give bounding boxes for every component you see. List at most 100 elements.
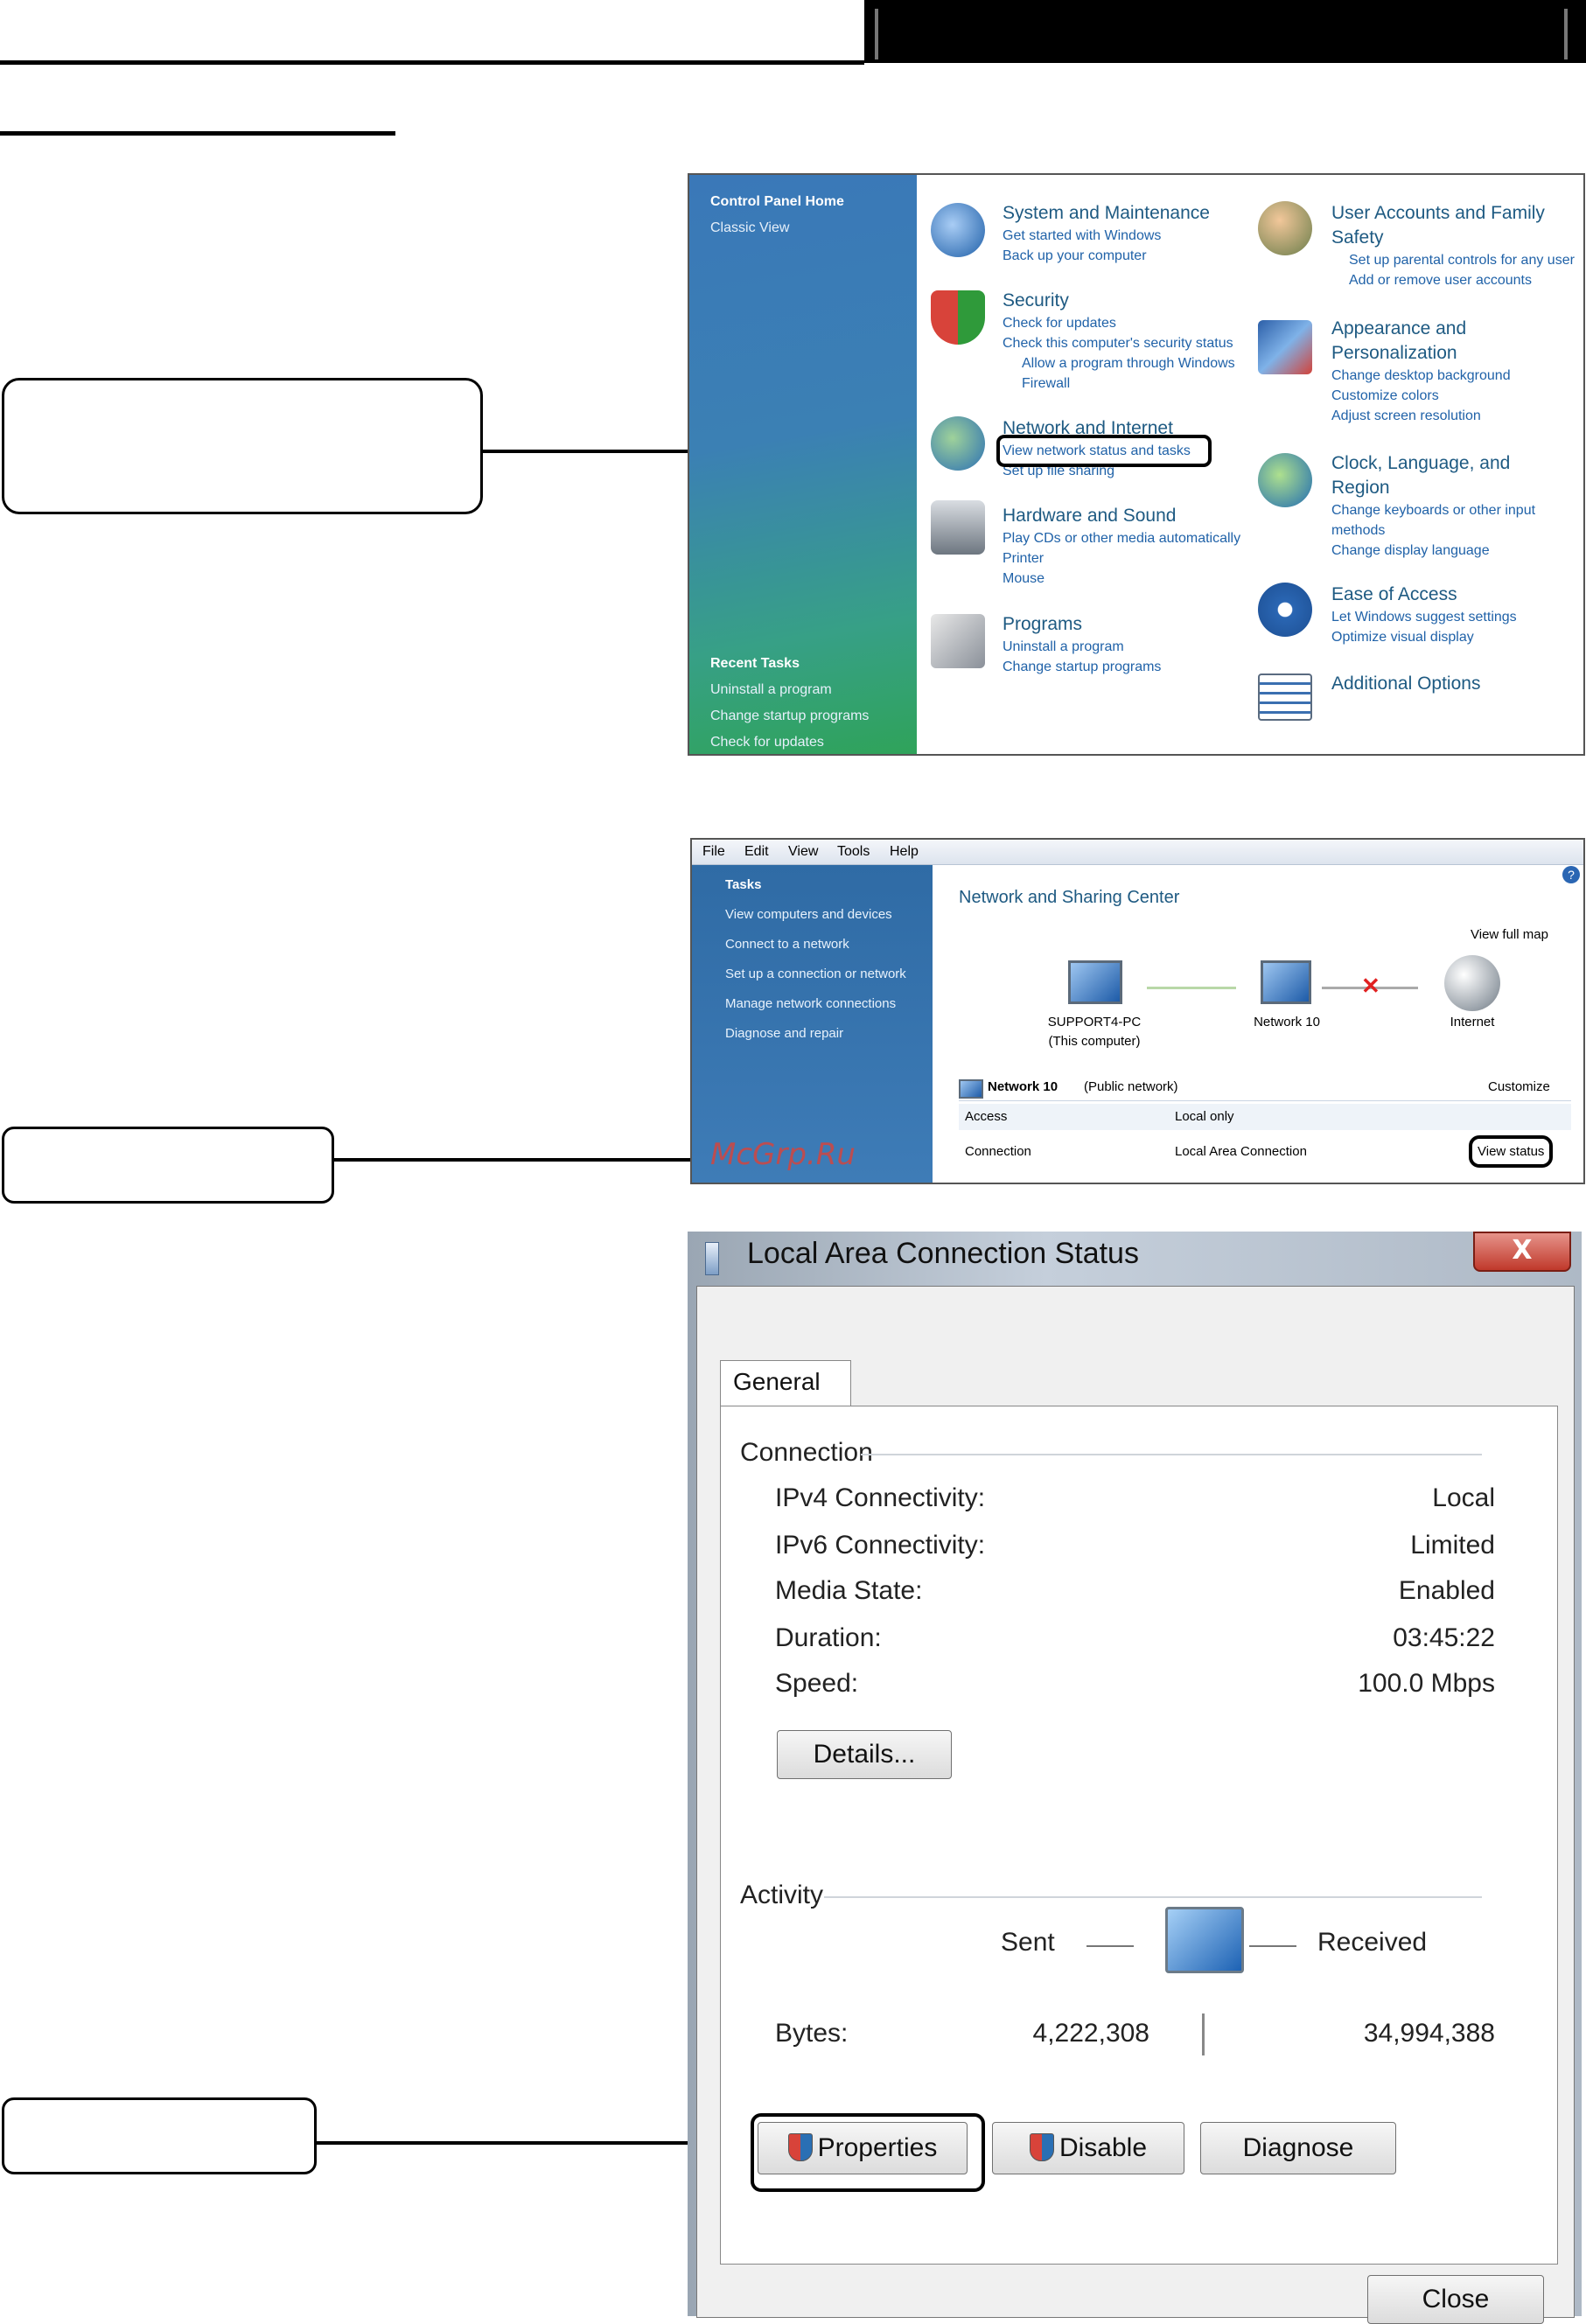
clock-globe-icon bbox=[1258, 453, 1312, 507]
ease-of-access-icon bbox=[1258, 583, 1312, 637]
category-title[interactable]: Clock, Language, and bbox=[1331, 453, 1511, 473]
computer-icon bbox=[1068, 960, 1122, 1004]
category-link[interactable]: Printer bbox=[1003, 551, 1045, 566]
computer-subtitle: (This computer) bbox=[1048, 1034, 1141, 1049]
connection-line bbox=[1147, 987, 1236, 989]
bytes-received-value: 34,994,388 bbox=[1363, 2019, 1495, 2048]
media-state-label: Media State: bbox=[775, 1576, 923, 1605]
details-button[interactable]: Details... bbox=[777, 1730, 952, 1779]
view-full-map-link[interactable]: View full map bbox=[1471, 927, 1548, 942]
control-panel-sidebar: Control Panel Home Classic View Recent T… bbox=[689, 175, 917, 754]
connection-line bbox=[1322, 987, 1418, 989]
category-security: Security Check for updates Check this co… bbox=[1003, 289, 1235, 394]
callout-box-1 bbox=[2, 378, 483, 514]
category-title[interactable]: Hardware and Sound bbox=[1003, 506, 1177, 526]
control-panel-home-link[interactable]: Control Panel Home bbox=[710, 194, 844, 209]
sent-label: Sent bbox=[1001, 1928, 1055, 1957]
disable-button-label: Disable bbox=[1058, 2133, 1148, 2162]
internet-label: Internet bbox=[1450, 1015, 1495, 1029]
dialog-title: Local Area Connection Status bbox=[747, 1237, 1139, 1270]
uac-shield-icon bbox=[1029, 2133, 1054, 2161]
category-title[interactable]: Ease of Access bbox=[1331, 584, 1457, 604]
speed-label: Speed: bbox=[775, 1669, 859, 1698]
menu-view[interactable]: View bbox=[788, 844, 819, 859]
view-network-status-link[interactable]: View network status and tasks bbox=[996, 435, 1212, 467]
category-link[interactable]: Check this computer's security status bbox=[1003, 336, 1233, 351]
customize-link[interactable]: Customize bbox=[1488, 1079, 1550, 1094]
menu-help[interactable]: Help bbox=[890, 844, 919, 859]
category-title[interactable]: User Accounts and Family bbox=[1331, 203, 1545, 223]
category-appearance: Appearance and Personalization Change de… bbox=[1331, 317, 1511, 426]
close-x-button[interactable]: X bbox=[1473, 1232, 1571, 1272]
category-link[interactable]: Customize colors bbox=[1331, 388, 1439, 403]
category-link[interactable]: Back up your computer bbox=[1003, 248, 1147, 263]
category-title[interactable]: Personalization bbox=[1331, 343, 1457, 363]
category-title[interactable]: Network and Internet bbox=[1003, 418, 1173, 438]
dialog-body: General Connection IPv4 Connectivity: Lo… bbox=[696, 1286, 1575, 2324]
menu-edit[interactable]: Edit bbox=[744, 844, 769, 859]
category-title[interactable]: Additional Options bbox=[1331, 673, 1481, 694]
task-link[interactable]: Manage network connections bbox=[725, 996, 897, 1011]
close-button[interactable]: Close bbox=[1367, 2275, 1544, 2324]
task-link[interactable]: Diagnose and repair bbox=[725, 1026, 844, 1041]
bytes-label: Bytes: bbox=[775, 2019, 849, 2048]
system-maintenance-icon bbox=[931, 203, 985, 257]
control-panel-window: Control Panel Home Classic View Recent T… bbox=[688, 173, 1585, 756]
printer-icon bbox=[931, 500, 985, 555]
network-sharing-center-window: File Edit View Tools Help ? Tasks View c… bbox=[690, 838, 1585, 1184]
recent-task-link[interactable]: Uninstall a program bbox=[710, 682, 832, 697]
task-link[interactable]: Connect to a network bbox=[725, 937, 849, 952]
diagnose-button[interactable]: Diagnose bbox=[1200, 2122, 1396, 2174]
view-status-link[interactable]: View status bbox=[1468, 1135, 1554, 1168]
category-title[interactable]: Programs bbox=[1003, 614, 1083, 634]
category-title[interactable]: Region bbox=[1331, 478, 1390, 498]
disable-button[interactable]: Disable bbox=[992, 2122, 1184, 2174]
task-link[interactable]: Set up a connection or network bbox=[725, 967, 906, 981]
category-link[interactable]: Set up parental controls for any user bbox=[1349, 253, 1575, 268]
category-link[interactable]: Adjust screen resolution bbox=[1331, 408, 1481, 423]
category-link[interactable]: Check for updates bbox=[1003, 316, 1116, 331]
programs-icon bbox=[931, 614, 985, 668]
category-link[interactable]: Allow a program through Windows bbox=[1022, 356, 1235, 371]
recent-task-link[interactable]: Check for updates bbox=[710, 735, 824, 750]
category-title[interactable]: Appearance and bbox=[1331, 318, 1467, 338]
category-title[interactable]: Safety bbox=[1331, 227, 1384, 248]
help-icon[interactable]: ? bbox=[1562, 866, 1580, 883]
category-additional-options: Additional Options bbox=[1331, 672, 1480, 696]
category-link[interactable]: Change desktop background bbox=[1331, 368, 1511, 383]
category-link[interactable]: Optimize visual display bbox=[1331, 630, 1474, 645]
header-bar bbox=[864, 0, 1586, 63]
task-link[interactable]: View computers and devices bbox=[725, 907, 892, 922]
category-link[interactable]: Change keyboards or other input bbox=[1331, 503, 1536, 518]
category-title[interactable]: Security bbox=[1003, 290, 1069, 311]
status-dialog: Local Area Connection Status X General C… bbox=[688, 1232, 1582, 2324]
category-link[interactable]: Change display language bbox=[1331, 543, 1490, 558]
category-link[interactable]: Add or remove user accounts bbox=[1349, 273, 1532, 288]
category-title[interactable]: System and Maintenance bbox=[1003, 203, 1210, 223]
category-programs: Programs Uninstall a program Change star… bbox=[1003, 612, 1161, 677]
category-link[interactable]: Get started with Windows bbox=[1003, 228, 1162, 243]
category-link[interactable]: Let Windows suggest settings bbox=[1331, 610, 1517, 625]
recent-task-link[interactable]: Change startup programs bbox=[710, 708, 870, 723]
duration-label: Duration: bbox=[775, 1623, 882, 1652]
properties-button[interactable]: Properties bbox=[758, 2122, 968, 2174]
classic-view-link[interactable]: Classic View bbox=[710, 220, 790, 235]
properties-highlight bbox=[751, 2113, 985, 2192]
category-link[interactable]: Play CDs or other media automatically bbox=[1003, 531, 1241, 546]
category-link[interactable]: Firewall bbox=[1022, 376, 1071, 391]
ipv6-value: Limited bbox=[1410, 1531, 1495, 1560]
category-link[interactable]: Uninstall a program bbox=[1003, 639, 1124, 654]
access-label: Access bbox=[965, 1109, 1008, 1124]
connection-value: Local Area Connection bbox=[1175, 1144, 1307, 1159]
header-tick bbox=[875, 9, 878, 59]
menu-tools[interactable]: Tools bbox=[837, 844, 870, 859]
tab-general[interactable]: General bbox=[720, 1360, 851, 1406]
menu-file[interactable]: File bbox=[702, 844, 725, 859]
header-tick bbox=[1564, 9, 1568, 59]
category-link[interactable]: Mouse bbox=[1003, 571, 1045, 586]
category-link[interactable]: Change startup programs bbox=[1003, 660, 1162, 674]
additional-options-icon bbox=[1258, 673, 1312, 721]
category-link[interactable]: Set up file sharing bbox=[1003, 464, 1115, 478]
received-dash bbox=[1249, 1945, 1296, 1947]
category-link[interactable]: methods bbox=[1331, 523, 1386, 538]
